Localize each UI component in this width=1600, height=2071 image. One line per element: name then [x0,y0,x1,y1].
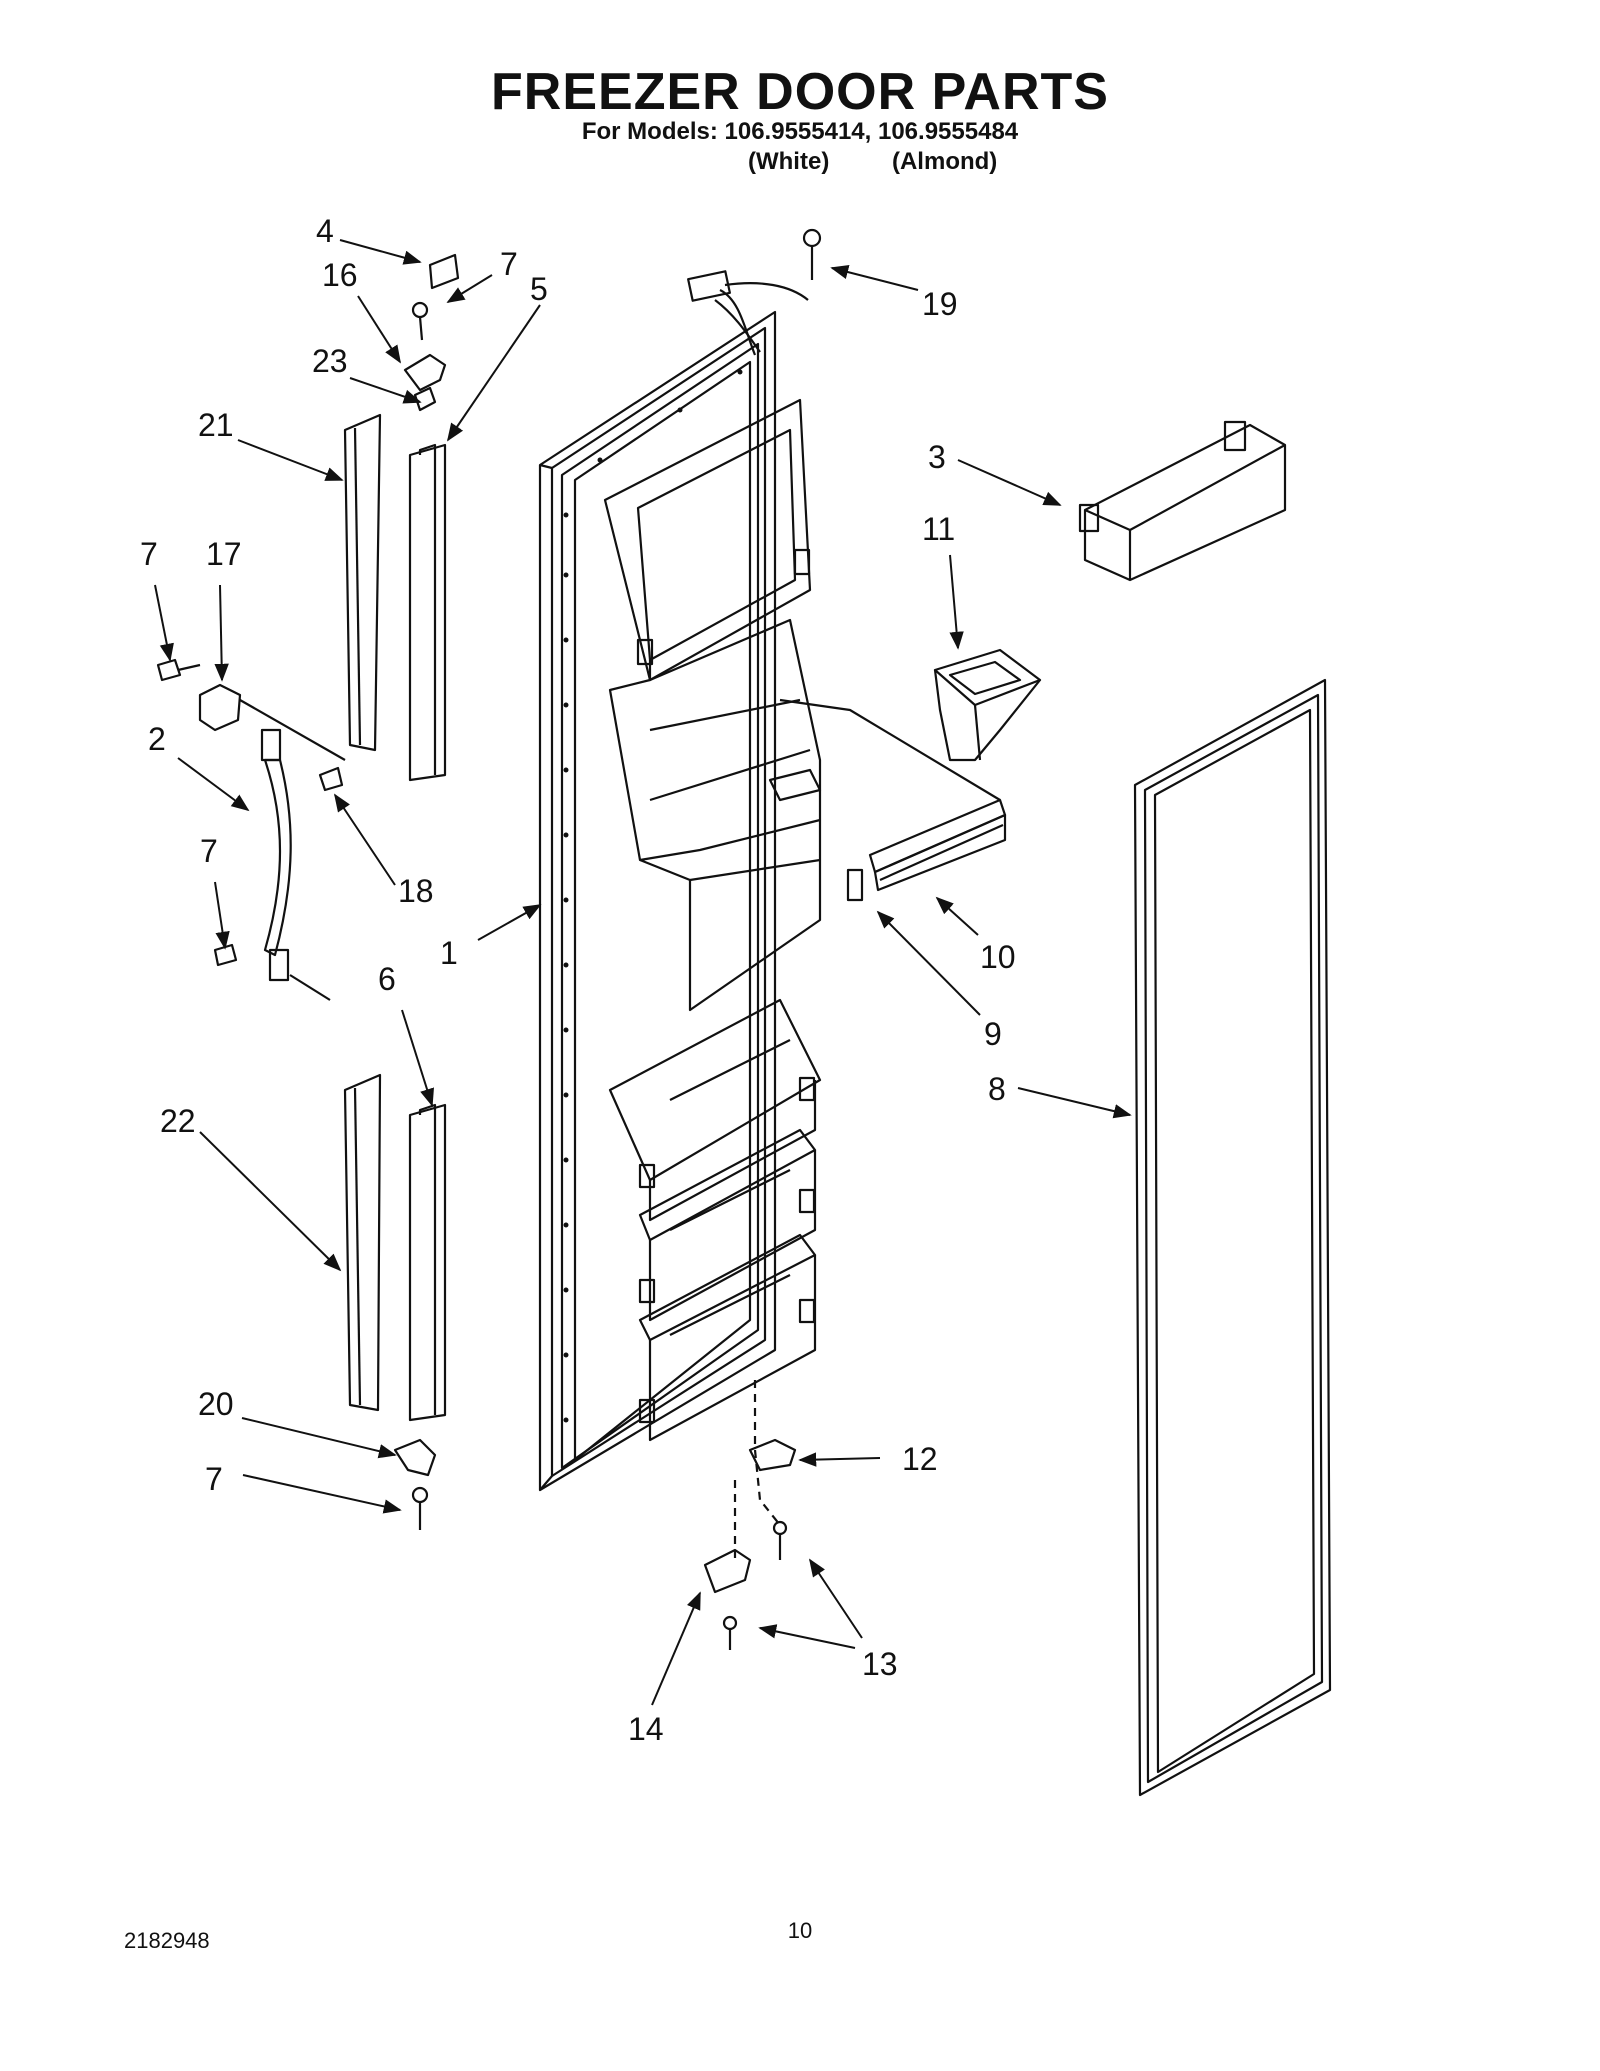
callout-21: 21 [198,407,234,443]
page-title: FREEZER DOOR PARTS [491,63,1109,121]
liner-lower-bins [608,998,822,1442]
callout-7c: 7 [200,833,218,869]
door-handle [260,728,331,1001]
dispenser-rail [868,798,1007,892]
liner-dispenser [608,618,822,1012]
callout-3: 3 [928,439,946,475]
callout-17: 18 [398,873,434,909]
color-labels: (White) (Almond) [748,148,997,176]
callout-2: 2 [148,721,166,757]
chute-wire [779,698,1001,801]
door-bin [1078,420,1287,582]
callout-20: 20 [198,1386,234,1422]
callout-23: 23 [312,343,348,379]
bottom-screw-left [411,1486,429,1530]
upper-trim-strip [343,413,382,752]
callout-7a: 7 [500,246,518,282]
clip [846,868,864,902]
callout-11: 11 [922,511,955,547]
door-rivets [563,369,743,1423]
callout-10: 10 [980,939,1016,975]
document-number: 2182948 [124,1928,210,1953]
callout-labels: 4 7 16 5 23 21 7 17 2 7 18 1 6 22 20 7 1… [140,213,1016,1747]
top-screw [411,301,429,341]
callout-12: 12 [902,1441,938,1477]
label-plate [428,253,460,290]
handle-bracket [198,683,346,761]
ice-chute [933,648,1042,762]
lower-trim-strip [343,1073,382,1412]
callout-22: 22 [160,1103,196,1139]
callout-7d: 7 [205,1461,223,1497]
callout-13: 13 [862,1646,898,1682]
upper-trim-channel [408,443,447,782]
hinge-screw [772,1520,788,1560]
wire-harness [687,228,822,356]
callout-5: 5 [530,271,548,307]
color-label-white: (White) [748,148,830,175]
callout-1: 1 [440,935,458,971]
door-panel [538,310,777,1492]
callout-18: 17 [206,536,242,572]
hinge-pin-bracket [703,1548,752,1594]
hinge-alignment-dash [753,1380,781,1526]
callout-6: 6 [378,961,396,997]
door-gasket [1133,678,1332,1797]
liner-top-bin [603,398,812,682]
page-number: 10 [787,1918,813,1943]
handle-screw-lower [213,943,238,967]
lower-trim-channel [408,1103,447,1422]
callout-19: 19 [922,286,958,322]
callout-14: 14 [628,1711,664,1747]
callout-8: 8 [988,1071,1006,1107]
leader-arrows [154,239,1132,1706]
callout-16: 16 [322,257,358,293]
handle-screw-left [156,658,201,682]
handle-screw-right [318,766,344,792]
callout-4: 4 [316,213,334,249]
color-label-almond: (Almond) [891,148,998,175]
models-line: For Models: 106.9555414, 106.9555484 [581,118,1019,145]
hinge-pin-screw [722,1615,738,1650]
bottom-bracket-left [393,1438,437,1477]
lower-hinge-bracket [748,1438,797,1472]
callout-7b: 7 [140,536,158,572]
callout-9: 9 [984,1016,1002,1052]
top-hinge-bracket [403,353,447,412]
